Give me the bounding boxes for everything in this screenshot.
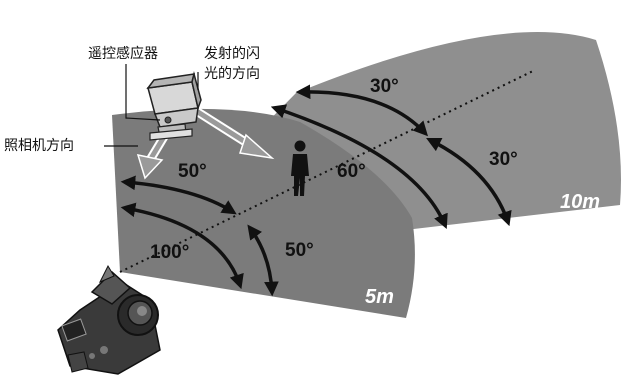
- flash-direction-label-line2: 光的方向: [204, 66, 260, 82]
- angle-near-lower: 50°: [285, 240, 314, 261]
- angle-near-total: 100°: [150, 242, 189, 263]
- far-range-label: 10m: [560, 191, 600, 213]
- angle-far-upper: 30°: [370, 76, 399, 97]
- standing-person-icon: [291, 140, 309, 196]
- remote-sensor-leader: [125, 64, 161, 121]
- flash-direction-label-line1: 发射的闪: [204, 46, 260, 62]
- angle-far-total: 60°: [337, 161, 366, 182]
- camera-direction-label: 照相机方向: [4, 138, 74, 154]
- flash-direction-arrow: [187, 103, 275, 160]
- axis-dotted-line: [119, 69, 536, 273]
- near-lower-arc: [247, 224, 279, 297]
- near-total-arc: [120, 202, 244, 290]
- angle-near-upper: 50°: [178, 161, 207, 182]
- remote-sensor-label: 遥控感应器: [88, 45, 158, 62]
- wireless-flash-icon: [146, 71, 202, 141]
- dslr-camera-icon: [57, 264, 161, 375]
- far-right-arc: [426, 138, 512, 227]
- near-range-label: 5m: [365, 286, 394, 308]
- angle-far-right: 30°: [489, 149, 518, 170]
